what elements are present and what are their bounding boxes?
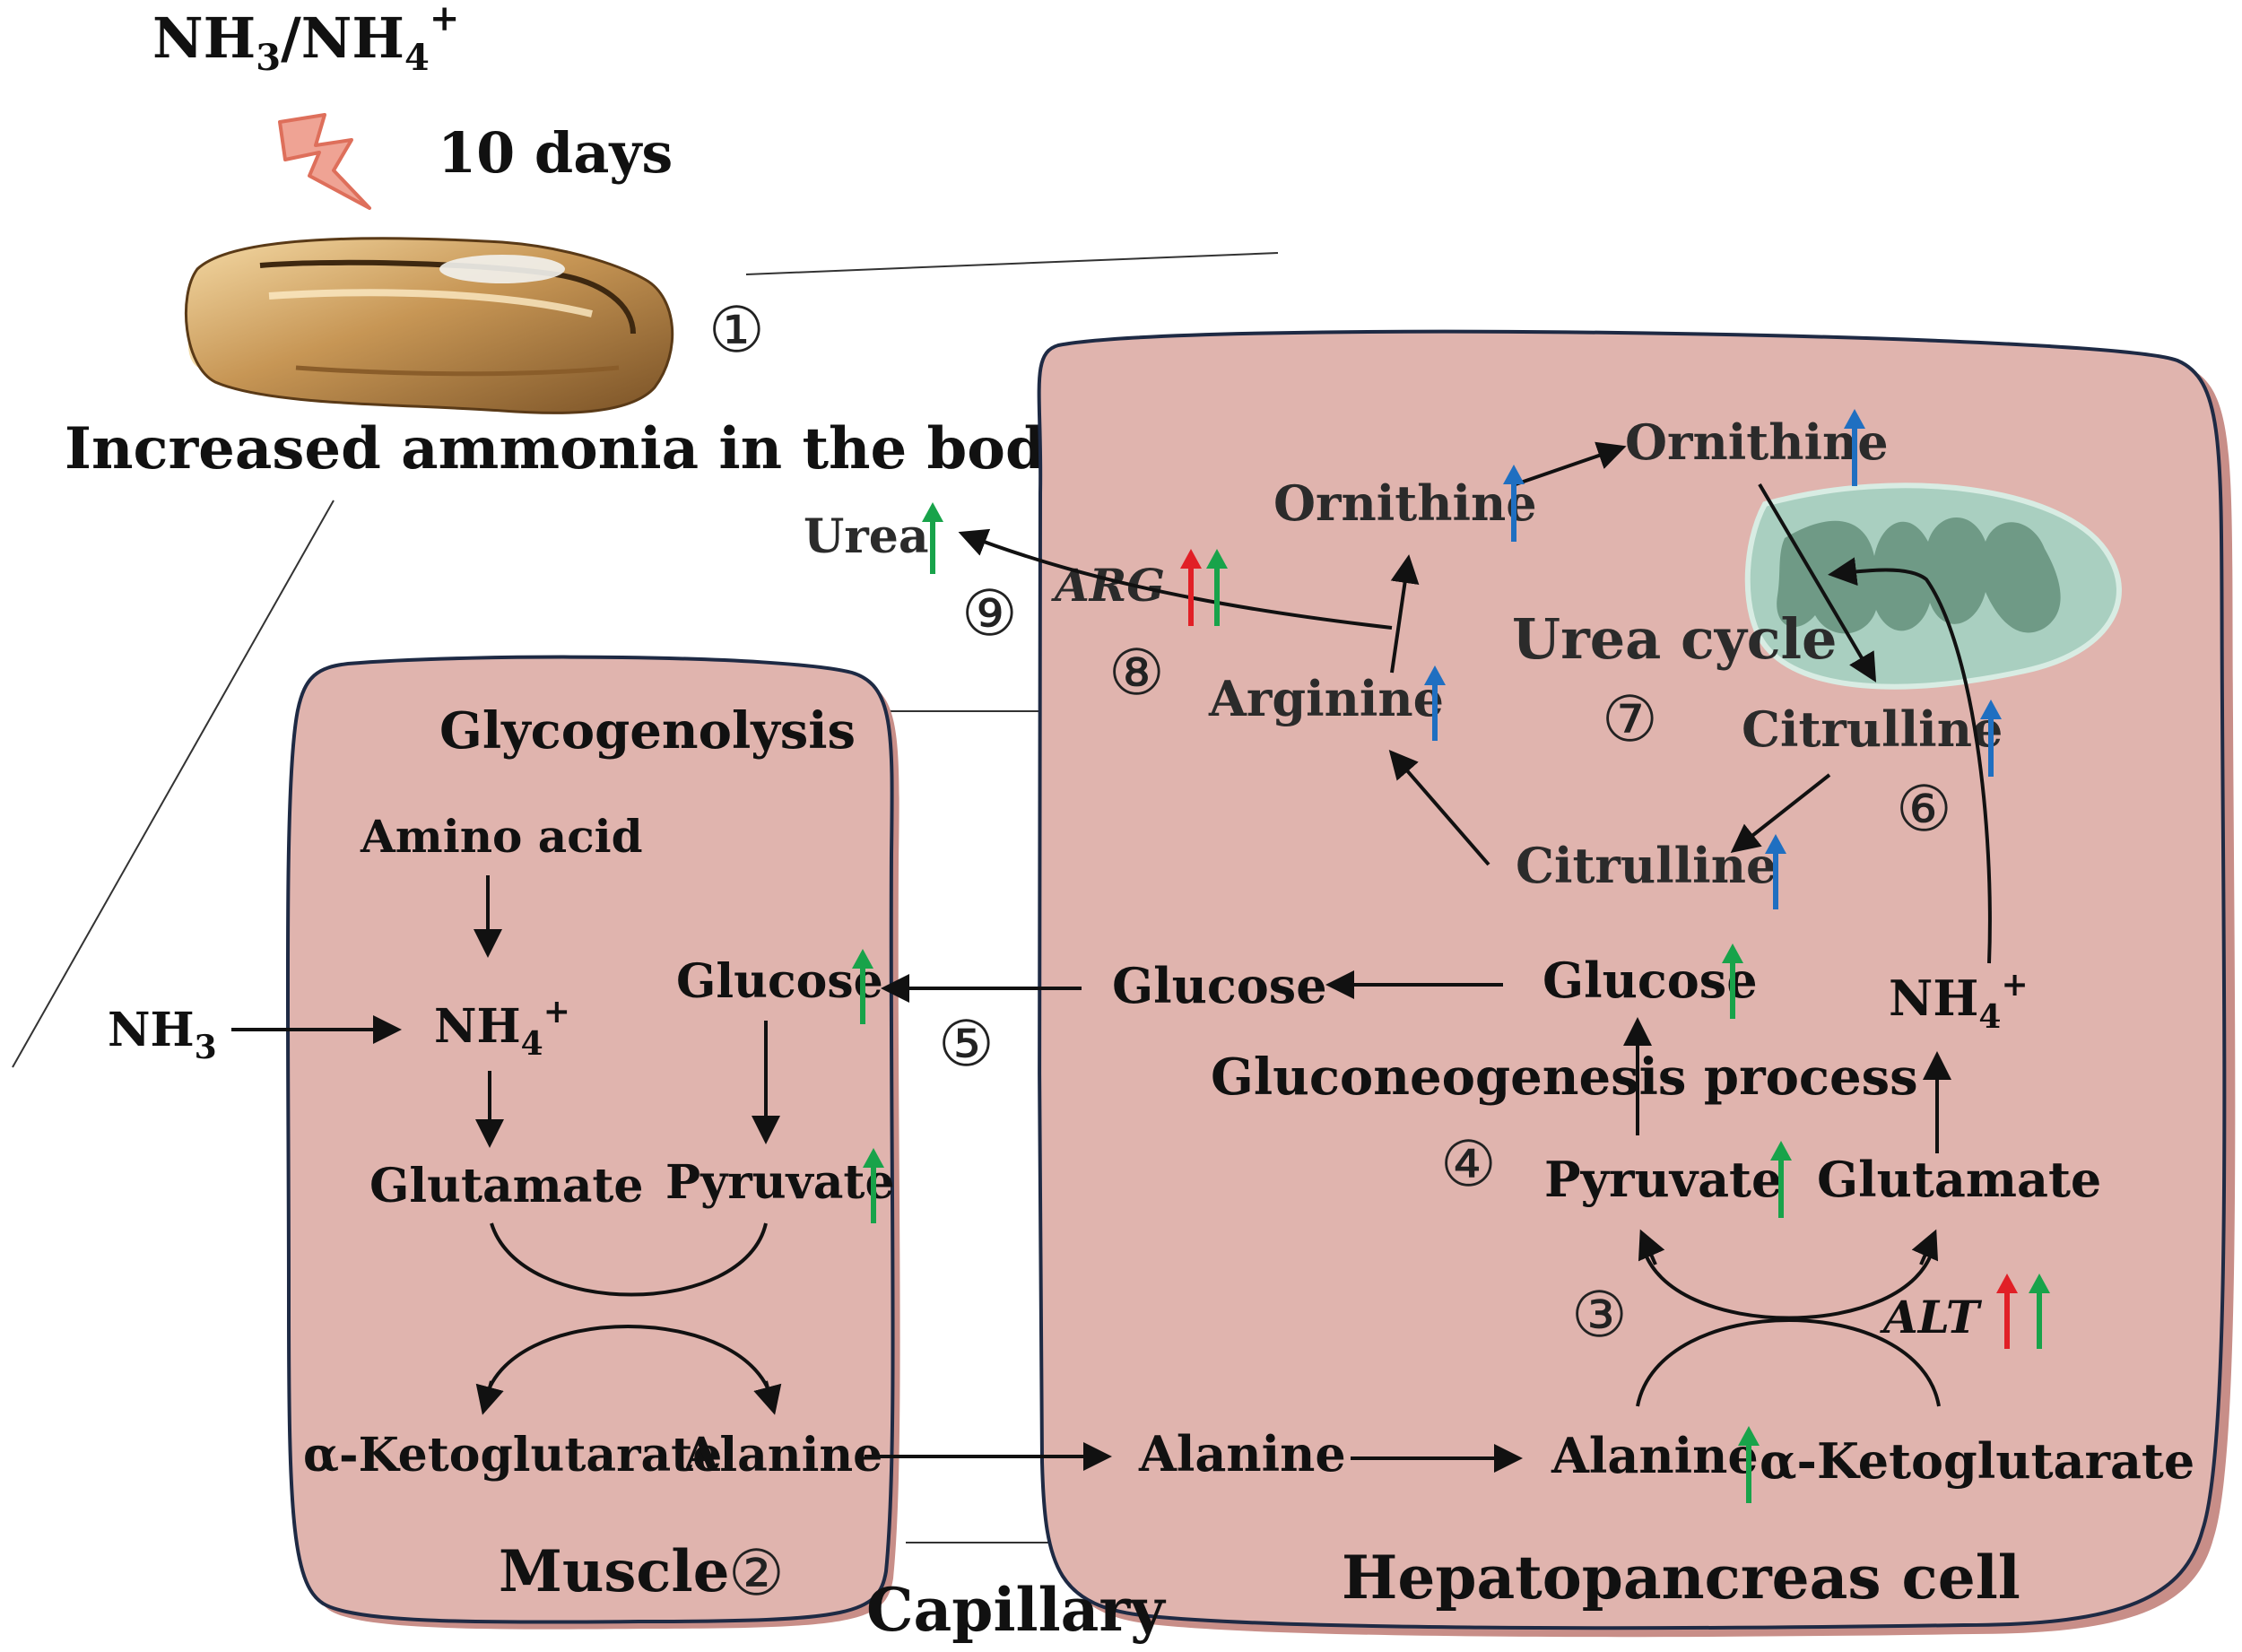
citrulline-right-up-blue-icon [1980, 700, 2002, 777]
arrow-arginine-to-ornithine [1390, 554, 1420, 674]
arg-enzyme-label: ARG [1051, 559, 1165, 612]
ornithine-right-label: Ornithine [1625, 413, 1889, 471]
step-4-marker: ④ [1440, 1127, 1497, 1201]
muscle-glucose-label: Glucose [676, 954, 883, 1009]
ornithine-right-up-blue-icon [1844, 409, 1865, 486]
muscle-pyruvate-up-green-icon [863, 1148, 884, 1223]
arrow-to-alanine [753, 1380, 782, 1415]
citrulline-right-label: Citrulline [1742, 700, 2003, 758]
liver-transamination-top [1641, 1246, 1935, 1320]
liver-pyruvate-up-green-icon [1770, 1141, 1792, 1218]
liver-transamination-bottom [1636, 1318, 1941, 1407]
stressor-label: NH3/NH4+ [152, 0, 459, 79]
liver-nh4-label: NH4+ [1889, 966, 2029, 1036]
alt-enzyme-label: ALT [1880, 1291, 1983, 1343]
muscle-glutamate-label: Glutamate [369, 1159, 644, 1213]
step-8-marker: ⑧ [1108, 636, 1165, 709]
muscle-alpha-kg-label: α-Ketoglutarate [303, 1428, 722, 1482]
arrow-to-liver-pyruvate [1638, 1229, 1665, 1265]
urea-label: Urea [804, 509, 929, 564]
liver-glucose-left-label: Glucose [1112, 957, 1327, 1014]
arginine-label: Arginine [1208, 670, 1444, 727]
liver-alpha-kg-label: α-Ketoglutarate [1760, 1432, 2194, 1490]
liver-alanine-right-label: Alanine [1551, 1427, 1759, 1484]
step-5-marker: ⑤ [938, 1007, 995, 1081]
liver-glucose-right-label: Glucose [1542, 952, 1758, 1009]
muscle-pyruvate-label: Pyruvate [665, 1155, 895, 1210]
step-7-marker: ⑦ [1602, 683, 1658, 756]
citrulline-left-up-blue-icon [1765, 834, 1786, 909]
hepatopancreas-label: Hepatopancreas cell [1342, 1543, 2020, 1613]
liver-alanine-up-green-icon [1738, 1426, 1760, 1503]
muscle-nh4-label: NH4+ [434, 993, 570, 1063]
arrow-citrulline-to-arginine [1388, 749, 1490, 866]
transamination-curve-bottom [482, 1325, 775, 1405]
muscle-glucose-up-green-icon [852, 949, 873, 1024]
arrow-to-liver-glutamate [1911, 1229, 1939, 1265]
step-3-marker: ③ [1571, 1278, 1628, 1352]
liver-pyruvate-label: Pyruvate [1544, 1151, 1782, 1208]
ornithine-left-up-blue-icon [1503, 465, 1525, 542]
step-2-marker: ② [728, 1536, 785, 1610]
razor-clam-illustration [184, 237, 674, 414]
arrow-ornithine-to-citrulline [1758, 483, 1877, 683]
urea-up-green-icon [922, 502, 943, 574]
alt-up-green-icon [2029, 1274, 2050, 1349]
urea-cycle-label: Urea cycle [1512, 606, 1837, 672]
transamination-curve-top [490, 1222, 768, 1297]
arrow-to-alpha-kg [475, 1380, 504, 1415]
muscle-label: Muscle [499, 1538, 729, 1605]
duration-label: 10 days [438, 120, 673, 186]
muscle-alanine-label: Alanine [682, 1428, 882, 1482]
citrulline-left-label: Citrulline [1516, 837, 1777, 894]
result-label: Increased ammonia in the body [65, 415, 1081, 483]
lightning-bolt-icon [278, 113, 371, 210]
arrow-nh4-to-mito [1828, 557, 1992, 964]
step-9-marker: ⑨ [961, 577, 1018, 650]
gluconeogenesis-label: Gluconeogenesis process [1211, 1048, 1918, 1107]
arg-up-red-icon [1180, 549, 1202, 626]
arrow-ornithine-to-mito [1515, 441, 1627, 486]
liver-glutamate-label: Glutamate [1817, 1151, 2101, 1208]
step-1-marker: ① [708, 293, 765, 367]
muscle-amino-acid-label: Amino acid [360, 810, 643, 863]
glycogenolysis-label: Glycogenolysis [439, 701, 856, 761]
step-6-marker: ⑥ [1896, 772, 1952, 846]
zoom-line-top [745, 252, 1279, 275]
arg-up-green-icon [1206, 549, 1228, 626]
upregulation-indicators [852, 409, 2050, 1503]
ornithine-left-label: Ornithine [1273, 474, 1537, 532]
alt-up-red-icon [1996, 1274, 2018, 1349]
muscle-cell [285, 655, 900, 1630]
arrow-citrulline-export [1730, 773, 1831, 853]
liver-glucose-up-green-icon [1722, 943, 1743, 1019]
capillary-label: Capillary [866, 1575, 1166, 1645]
zoom-line-left [12, 500, 335, 1068]
arginine-up-blue-icon [1424, 665, 1446, 741]
external-nh3-label: NH3 [108, 1003, 217, 1066]
liver-alanine-left-label: Alanine [1138, 1425, 1346, 1482]
